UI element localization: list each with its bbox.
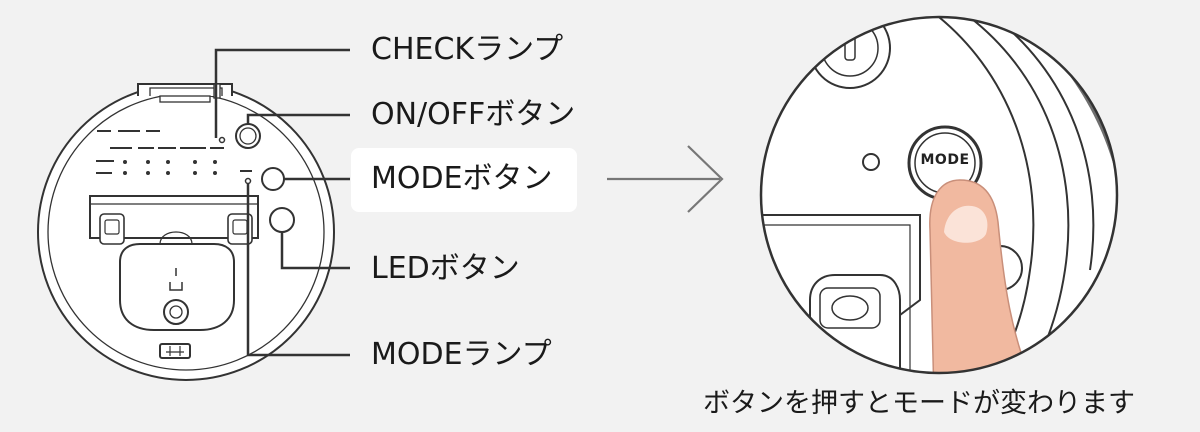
led-button-shape — [269, 207, 295, 233]
arrow-icon — [607, 145, 724, 213]
zoom-view — [759, 15, 1119, 375]
check-lamp-label: CHECKランプ — [371, 32, 564, 67]
mode-button-shape — [261, 167, 285, 191]
mode-lamp-label: MODEランプ — [371, 337, 552, 372]
mode-lamp-dot — [244, 177, 252, 185]
indicator-table — [96, 130, 252, 175]
mode-button-label-highlight — [351, 148, 577, 212]
mode-button-label: MODEボタン — [371, 161, 553, 196]
device-top-view — [37, 83, 335, 381]
led-button-label: LEDボタン — [371, 251, 520, 286]
zoom-mode-button-text: MODE — [920, 152, 970, 168]
leader-lines — [214, 48, 350, 357]
check-lamp-dot — [218, 136, 226, 144]
caption: ボタンを押すとモードが変わります — [703, 388, 1135, 419]
onoff-button-label: ON/OFFボタン — [371, 97, 576, 132]
